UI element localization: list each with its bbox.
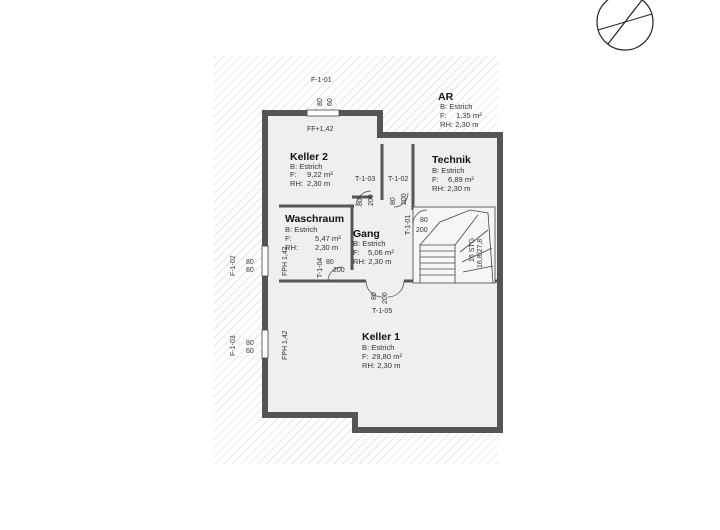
room-name: Gang (353, 228, 380, 240)
door-t104-label: T-1-04 80 200 (317, 258, 345, 278)
svg-text:B: Estrich: B: Estrich (362, 343, 395, 352)
svg-text:F:: F: (440, 111, 447, 120)
svg-text:B: Estrich: B: Estrich (285, 225, 318, 234)
room-keller1: Keller 1 B: Estrich F: 29,80 m² RH: 2,30… (362, 331, 402, 370)
svg-text:200: 200 (401, 193, 408, 205)
room-keller2: Keller 2 B: Estrich F: 9,22 m² RH: 2,30 … (290, 151, 333, 188)
door-swings (327, 190, 428, 298)
svg-text:80: 80 (326, 259, 334, 266)
svg-text:80: 80 (420, 217, 428, 224)
svg-text:F:: F: (362, 352, 369, 361)
windows (261, 109, 340, 359)
svg-text:FF+1,42: FF+1,42 (307, 126, 333, 133)
room-technik: Technik B: Estrich F: 6,89 m² RH: 2,30 m (432, 154, 474, 193)
building-outline (262, 110, 503, 433)
svg-text:1,35 m²: 1,35 m² (456, 111, 482, 120)
svg-text:80: 80 (246, 340, 254, 347)
stair (412, 206, 496, 284)
svg-text:RH:: RH: (290, 179, 303, 188)
room-name: Keller 2 (290, 151, 328, 163)
svg-text:B: Estrich: B: Estrich (353, 239, 386, 248)
window-f102-label: F-1-02 80 60 FPH 1,42 (230, 246, 289, 276)
svg-text:5,47 m²: 5,47 m² (315, 234, 341, 243)
svg-text:F:: F: (290, 170, 297, 179)
svg-text:200: 200 (368, 194, 375, 206)
svg-text:60: 60 (327, 98, 334, 106)
svg-text:T-1-05: T-1-05 (372, 308, 392, 315)
svg-text:2,30 m: 2,30 m (307, 179, 330, 188)
room-waschraum: Waschraum B: Estrich F: 5,47 m² RH: 2,30… (285, 213, 344, 252)
window-f103-label: F-1-03 80 60 FPH 1,42 (230, 330, 289, 360)
svg-text:80: 80 (357, 198, 364, 206)
svg-text:60: 60 (246, 267, 254, 274)
svg-text:80: 80 (371, 292, 378, 300)
svg-text:6,89 m²: 6,89 m² (448, 175, 474, 184)
svg-text:16,8/27,8: 16,8/27,8 (477, 239, 484, 268)
svg-text:T-1-03: T-1-03 (355, 176, 375, 183)
svg-text:F-1-03: F-1-03 (230, 335, 237, 356)
svg-text:F:: F: (353, 248, 360, 257)
svg-text:FPH 1,42: FPH 1,42 (282, 246, 289, 276)
svg-text:RH:: RH: (285, 243, 298, 252)
svg-text:T-1-01: T-1-01 (405, 215, 412, 235)
room-name: Technik (432, 154, 471, 166)
svg-text:80: 80 (246, 259, 254, 266)
window-f101-label: F-1-01 80 60 FF+1,42 (307, 77, 334, 133)
svg-text:5,06 m²: 5,06 m² (368, 248, 394, 257)
door-t102-label: T-1-02 80 200 (388, 176, 408, 205)
svg-text:200: 200 (416, 227, 428, 234)
svg-text:80: 80 (317, 98, 324, 106)
room-name: Waschraum (285, 213, 344, 225)
room-ar: AR B: Estrich F: 1,35 m² RH: 2,30 m (438, 91, 482, 129)
svg-text:RH: 2,30 m: RH: 2,30 m (353, 257, 391, 266)
svg-text:B: Estrich: B: Estrich (432, 166, 465, 175)
north-arrow-icon (596, 0, 654, 51)
room-gang: Gang B: Estrich F: 5,06 m² RH: 2,30 m (353, 228, 394, 266)
svg-text:F:: F: (432, 175, 439, 184)
svg-text:F-1-01: F-1-01 (311, 77, 332, 84)
svg-text:2,30 m: 2,30 m (315, 243, 338, 252)
svg-text:F-1-02: F-1-02 (230, 255, 237, 276)
svg-text:B: Estrich: B: Estrich (440, 102, 473, 111)
svg-text:RH: 2,30 m: RH: 2,30 m (362, 361, 400, 370)
svg-text:RH: 2,30 m: RH: 2,30 m (440, 120, 478, 129)
svg-text:29,80 m²: 29,80 m² (372, 352, 402, 361)
door-t101-label: T-1-01 80 200 (405, 215, 428, 235)
svg-text:RH: 2,30 m: RH: 2,30 m (432, 184, 470, 193)
svg-text:FPH 1,42: FPH 1,42 (282, 330, 289, 360)
svg-text:200: 200 (333, 267, 345, 274)
svg-text:T-1-04: T-1-04 (317, 258, 324, 278)
stair-label: 16 STG 16,8/27,8 (469, 238, 484, 268)
svg-text:9,22 m²: 9,22 m² (307, 170, 333, 179)
svg-text:T-1-02: T-1-02 (388, 176, 408, 183)
door-t105-label: T-1-05 80 200 (371, 292, 392, 315)
room-name: AR (438, 91, 454, 103)
svg-text:16 STG: 16 STG (469, 238, 476, 262)
svg-text:80: 80 (390, 197, 397, 205)
room-name: Keller 1 (362, 331, 400, 343)
svg-text:B: Estrich: B: Estrich (290, 162, 323, 171)
door-t103-label: T-1-03 80 200 (355, 176, 375, 206)
svg-text:60: 60 (246, 348, 254, 355)
svg-text:200: 200 (382, 292, 389, 304)
svg-text:F:: F: (285, 234, 292, 243)
